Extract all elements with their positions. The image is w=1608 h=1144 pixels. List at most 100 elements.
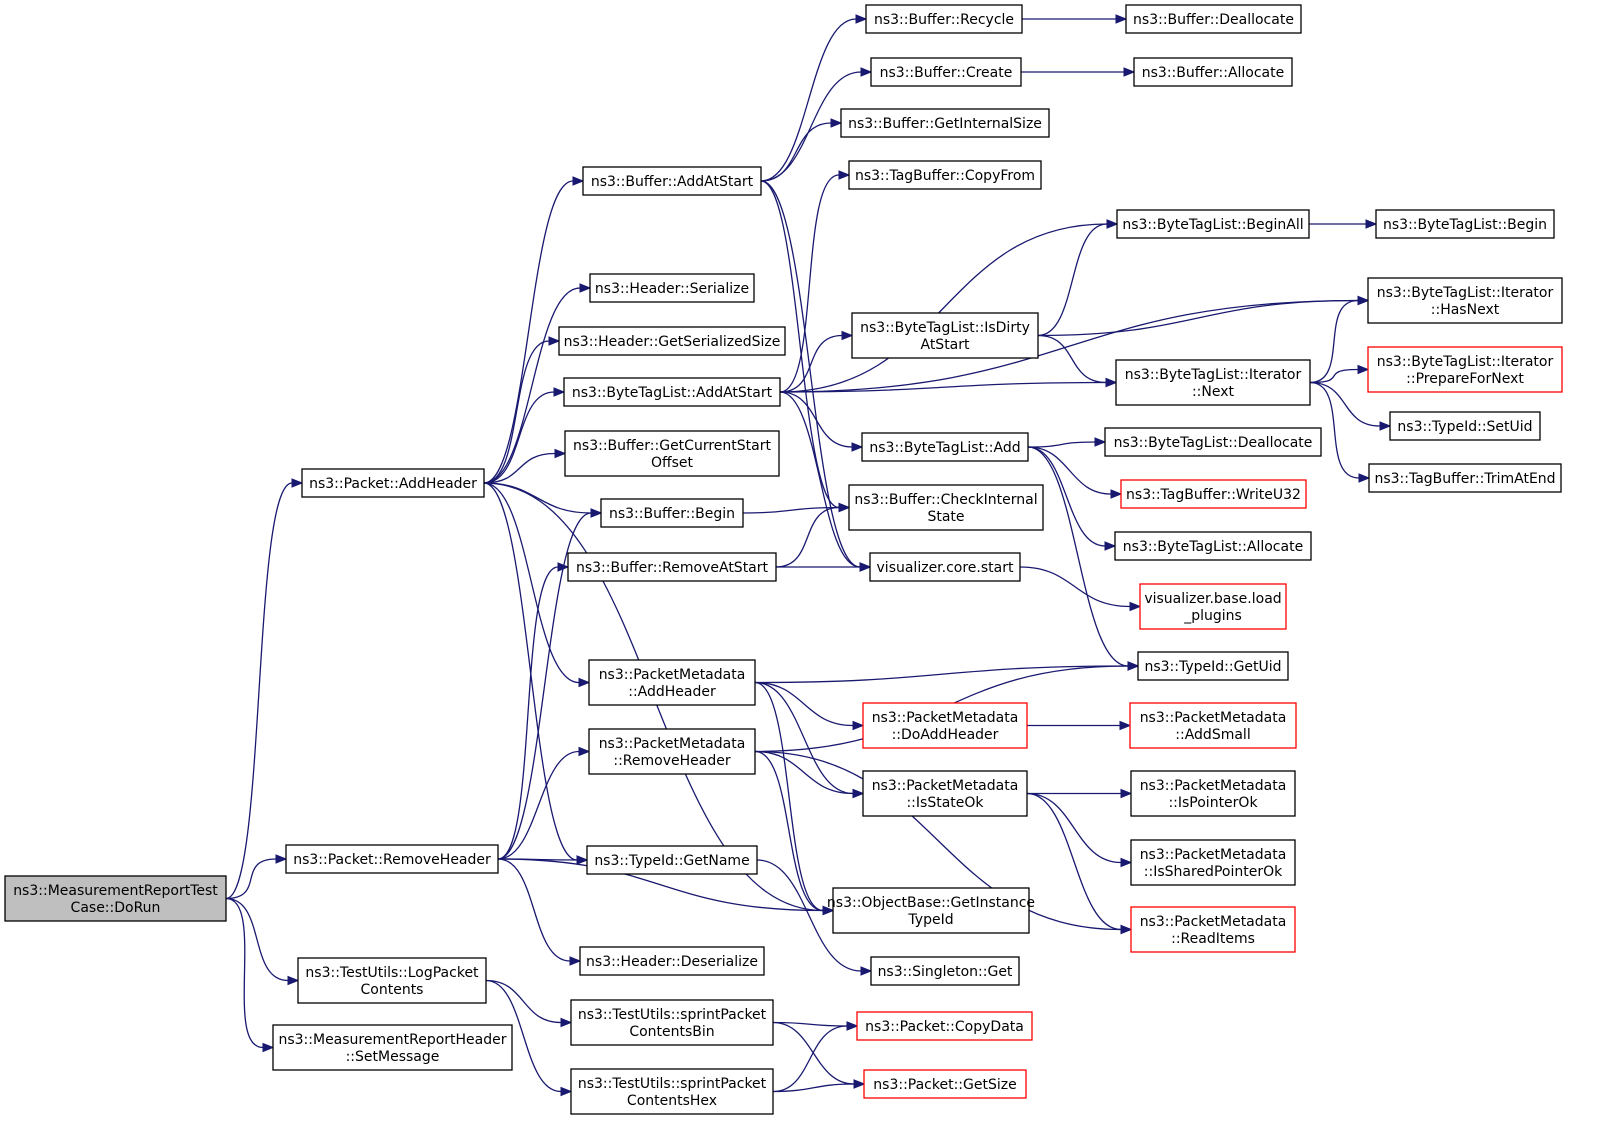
- node-hdr-deserialize[interactable]: ns3::Header::Deserialize: [579, 946, 765, 976]
- node-box[interactable]: [851, 312, 1039, 359]
- node-box[interactable]: [1114, 531, 1312, 561]
- node-box[interactable]: [856, 1011, 1033, 1041]
- node-box[interactable]: [832, 887, 1030, 934]
- node-box[interactable]: [272, 1024, 513, 1071]
- node-btl-alloc[interactable]: ns3::ByteTagList::Allocate: [1114, 531, 1312, 561]
- node-tid-getname[interactable]: ns3::TypeId::GetName: [586, 845, 758, 875]
- node-box[interactable]: [588, 728, 756, 775]
- node-buf-dealloc[interactable]: ns3::Buffer::Deallocate: [1125, 4, 1302, 34]
- node-pm-issharedptrok[interactable]: ns3::PacketMetadata::IsSharedPointerOk: [1130, 839, 1296, 886]
- node-btl-beginall[interactable]: ns3::ByteTagList::BeginAll: [1116, 209, 1310, 239]
- node-pm-readitems[interactable]: ns3::PacketMetadata::ReadItems: [1130, 906, 1296, 953]
- node-btl-begin[interactable]: ns3::ByteTagList::Begin: [1375, 209, 1555, 239]
- node-box[interactable]: [848, 160, 1042, 190]
- node-box[interactable]: [588, 659, 756, 706]
- node-box[interactable]: [865, 4, 1023, 34]
- node-box[interactable]: [570, 1068, 774, 1115]
- node-pm-ispointerok[interactable]: ns3::PacketMetadata::IsPointerOk: [1130, 770, 1296, 817]
- node-pkt-addheader[interactable]: ns3::Packet::AddHeader: [301, 468, 485, 498]
- node-box[interactable]: [1130, 770, 1296, 817]
- node-btl-iter-next[interactable]: ns3::ByteTagList::Iterator::Next: [1115, 359, 1311, 406]
- node-box[interactable]: [564, 430, 780, 477]
- node-tid-setuid[interactable]: ns3::TypeId::SetUid: [1389, 411, 1541, 441]
- node-box[interactable]: [1389, 411, 1541, 441]
- node-box[interactable]: [582, 166, 762, 196]
- node-buf-addatstart[interactable]: ns3::Buffer::AddAtStart: [582, 166, 762, 196]
- node-box[interactable]: [1129, 702, 1297, 749]
- node-tb-trimatend[interactable]: ns3::TagBuffer::TrimAtEnd: [1368, 463, 1562, 493]
- node-box[interactable]: [1375, 209, 1555, 239]
- node-tb-copyfrom[interactable]: ns3::TagBuffer::CopyFrom: [848, 160, 1042, 190]
- node-pkt-copydata[interactable]: ns3::Packet::CopyData: [856, 1011, 1033, 1041]
- node-pm-addheader[interactable]: ns3::PacketMetadata::AddHeader: [588, 659, 756, 706]
- node-btl-iter-prepare[interactable]: ns3::ByteTagList::Iterator::PrepareForNe…: [1367, 346, 1563, 393]
- node-box[interactable]: [840, 108, 1050, 138]
- node-box[interactable]: [586, 845, 758, 875]
- node-box[interactable]: [1139, 583, 1287, 630]
- node-box[interactable]: [869, 552, 1021, 582]
- node-box[interactable]: [848, 484, 1044, 531]
- node-singleton-get[interactable]: ns3::Singleton::Get: [870, 956, 1020, 986]
- node-box[interactable]: [1120, 479, 1307, 509]
- node-box[interactable]: [861, 432, 1029, 462]
- node-box[interactable]: [570, 999, 774, 1046]
- node-pm-addsmall[interactable]: ns3::PacketMetadata::AddSmall: [1129, 702, 1297, 749]
- node-vis-start[interactable]: visualizer.core.start: [869, 552, 1021, 582]
- node-box[interactable]: [1104, 427, 1322, 457]
- node-box[interactable]: [1115, 359, 1311, 406]
- node-hdr-serialize[interactable]: ns3::Header::Serialize: [589, 273, 755, 303]
- node-buf-alloc[interactable]: ns3::Buffer::Allocate: [1133, 57, 1293, 87]
- node-box[interactable]: [1125, 4, 1302, 34]
- node-box[interactable]: [1130, 906, 1296, 953]
- node-box[interactable]: [589, 273, 755, 303]
- node-btl-dealloc[interactable]: ns3::ByteTagList::Deallocate: [1104, 427, 1322, 457]
- node-btl-addatstart[interactable]: ns3::ByteTagList::AddAtStart: [563, 377, 781, 407]
- node-box[interactable]: [863, 1069, 1027, 1099]
- node-box[interactable]: [1368, 463, 1562, 493]
- node-box[interactable]: [558, 326, 786, 356]
- node-box[interactable]: [862, 770, 1028, 817]
- node-mrh-setmessage[interactable]: ns3::MeasurementReportHeader::SetMessage: [272, 1024, 513, 1071]
- node-buf-begin[interactable]: ns3::Buffer::Begin: [600, 498, 744, 528]
- node-buf-recycle[interactable]: ns3::Buffer::Recycle: [865, 4, 1023, 34]
- node-box[interactable]: [1133, 57, 1293, 87]
- node-pm-removeheader[interactable]: ns3::PacketMetadata::RemoveHeader: [588, 728, 756, 775]
- node-box[interactable]: [285, 844, 499, 874]
- node-pkt-removeheader[interactable]: ns3::Packet::RemoveHeader: [285, 844, 499, 874]
- node-pm-isstateok[interactable]: ns3::PacketMetadata::IsStateOk: [862, 770, 1028, 817]
- node-pm-doaddheader[interactable]: ns3::PacketMetadata::DoAddHeader: [862, 702, 1028, 749]
- node-vis-loadplugins[interactable]: visualizer.base.load_plugins: [1139, 583, 1287, 630]
- node-box[interactable]: [563, 377, 781, 407]
- node-tb-writeu32[interactable]: ns3::TagBuffer::WriteU32: [1120, 479, 1307, 509]
- node-buf-getintsize[interactable]: ns3::Buffer::GetInternalSize: [840, 108, 1050, 138]
- node-box[interactable]: [600, 498, 744, 528]
- node-tid-getuid[interactable]: ns3::TypeId::GetUid: [1137, 651, 1289, 681]
- node-box[interactable]: [4, 875, 227, 922]
- node-btl-iter-hasnext[interactable]: ns3::ByteTagList::Iterator::HasNext: [1367, 277, 1563, 324]
- node-box[interactable]: [870, 57, 1022, 87]
- node-buf-create[interactable]: ns3::Buffer::Create: [870, 57, 1022, 87]
- node-btl-add[interactable]: ns3::ByteTagList::Add: [861, 432, 1029, 462]
- node-box[interactable]: [579, 946, 765, 976]
- node-box[interactable]: [297, 957, 487, 1004]
- node-box[interactable]: [1116, 209, 1310, 239]
- node-hdr-getsersize[interactable]: ns3::Header::GetSerializedSize: [558, 326, 786, 356]
- node-box[interactable]: [1367, 277, 1563, 324]
- node-box[interactable]: [862, 702, 1028, 749]
- node-box[interactable]: [567, 552, 777, 582]
- node-pkt-getsize[interactable]: ns3::Packet::GetSize: [863, 1069, 1027, 1099]
- node-box[interactable]: [1130, 839, 1296, 886]
- node-box[interactable]: [870, 956, 1020, 986]
- node-box[interactable]: [301, 468, 485, 498]
- node-box[interactable]: [1137, 651, 1289, 681]
- node-box[interactable]: [1367, 346, 1563, 393]
- node-buf-removeatstart[interactable]: ns3::Buffer::RemoveAtStart: [567, 552, 777, 582]
